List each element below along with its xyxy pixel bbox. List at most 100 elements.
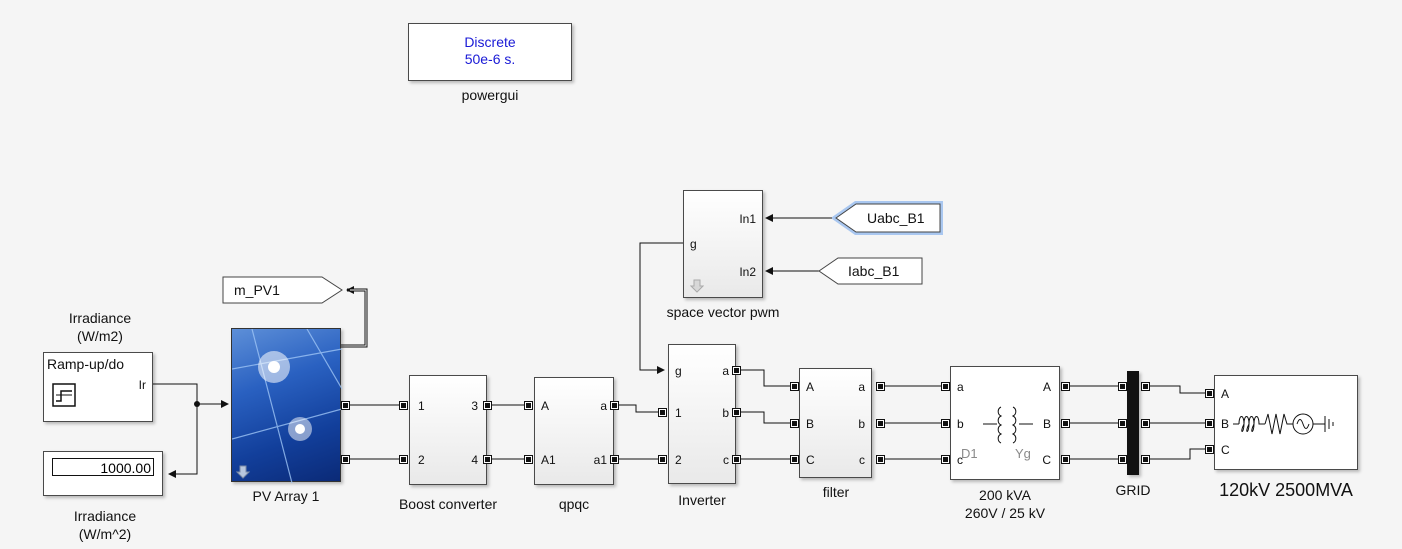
port-marker bbox=[483, 401, 492, 410]
port-marker bbox=[732, 408, 741, 417]
port-marker bbox=[790, 382, 799, 391]
pwm-port-out-g: g bbox=[690, 237, 697, 251]
wire-inv-filter-a[interactable] bbox=[739, 369, 790, 387]
port-marker bbox=[876, 455, 885, 464]
port-marker bbox=[790, 419, 799, 428]
xfmr-port-out-b: B bbox=[1042, 417, 1051, 431]
port-marker bbox=[790, 455, 799, 464]
filter-block[interactable]: A B C a b c bbox=[799, 368, 872, 478]
port-marker bbox=[876, 382, 885, 391]
wire-grid-source-c[interactable] bbox=[1148, 448, 1208, 460]
port-marker bbox=[1061, 382, 1070, 391]
port-marker bbox=[941, 419, 950, 428]
space-vector-pwm-block[interactable]: g In1 In2 bbox=[683, 190, 763, 298]
port-marker bbox=[1205, 389, 1214, 398]
goto-m-pv1-tag[interactable]: m_PV1 bbox=[222, 276, 344, 304]
three-phase-source-block[interactable]: A B C bbox=[1214, 375, 1358, 470]
port-marker bbox=[1141, 419, 1150, 428]
filter-label: filter bbox=[822, 484, 850, 500]
wire-inv-filter-b[interactable] bbox=[739, 411, 790, 424]
irradiance-display-label-line1: Irradiance bbox=[73, 508, 137, 524]
port-marker bbox=[1141, 455, 1150, 464]
down-arrow-icon bbox=[690, 279, 704, 293]
boost-port-out-4: 4 bbox=[471, 453, 478, 467]
inverter-port-out-b: b bbox=[722, 406, 729, 420]
xfmr-winding2: Yg bbox=[1015, 446, 1031, 461]
xfmr-port-out-c: C bbox=[1042, 453, 1051, 467]
source-impedance-icon bbox=[1233, 413, 1334, 435]
port-marker bbox=[399, 401, 408, 410]
signal-builder-icon bbox=[52, 383, 76, 407]
boost-port-out-3: 3 bbox=[471, 399, 478, 413]
port-marker bbox=[1061, 419, 1070, 428]
irradiance-display-label-line2: (W/m^2) bbox=[78, 526, 132, 542]
port-marker bbox=[1118, 455, 1127, 464]
transformer-block[interactable]: a b c A B C D1 Yg bbox=[950, 366, 1060, 480]
pwm-port-in1: In1 bbox=[739, 212, 756, 226]
source-port-in-a: A bbox=[1221, 387, 1230, 401]
from-tag-shape bbox=[832, 201, 943, 235]
qpqc-block[interactable]: A A1 a a1 bbox=[534, 377, 614, 485]
inverter-block[interactable]: g 1 2 a b c bbox=[668, 344, 736, 484]
port-marker bbox=[876, 419, 885, 428]
powergui-sample-time: 50e-6 s. bbox=[464, 51, 516, 67]
port-marker bbox=[341, 401, 350, 410]
port-marker bbox=[341, 455, 350, 464]
wire-pv-to-goto[interactable] bbox=[341, 286, 368, 348]
branch-point bbox=[194, 401, 200, 407]
ramp-block-name: Ramp-up/do bbox=[47, 356, 125, 372]
port-marker bbox=[610, 455, 619, 464]
boost-port-in-1: 1 bbox=[418, 399, 425, 413]
inverter-port-in-1: 1 bbox=[675, 406, 682, 420]
inverter-port-in-g: g bbox=[675, 364, 682, 378]
port-marker bbox=[1118, 419, 1127, 428]
port-marker bbox=[658, 455, 667, 464]
powergui-label: powergui bbox=[461, 87, 519, 103]
goto-tag-shape bbox=[222, 276, 343, 304]
filter-port-out-a: a bbox=[858, 380, 865, 394]
ramp-out-port: Ir bbox=[138, 378, 146, 392]
transformer-label-line2: 260V / 25 kV bbox=[964, 505, 1046, 521]
wire-ir-to-display[interactable] bbox=[168, 404, 198, 478]
port-marker bbox=[610, 401, 619, 410]
filter-port-in-b: B bbox=[806, 417, 815, 431]
pwm-port-in2: In2 bbox=[739, 265, 756, 279]
grid-bus-label: GRID bbox=[1115, 482, 1151, 498]
port-marker bbox=[732, 366, 741, 375]
source-port-in-b: B bbox=[1221, 417, 1230, 431]
wire-pwm-to-inverter[interactable] bbox=[639, 242, 683, 374]
ramp-signal-block[interactable]: Ramp-up/do Ir bbox=[43, 352, 153, 422]
irradiance-title-line2: (W/m2) bbox=[77, 328, 123, 344]
port-marker bbox=[941, 382, 950, 391]
filter-port-in-c: C bbox=[806, 453, 815, 467]
port-marker bbox=[483, 455, 492, 464]
from-uabc-b1-text: Uabc_B1 bbox=[867, 210, 925, 226]
wire-grid-source-a[interactable] bbox=[1148, 385, 1208, 394]
goto-m-pv1-text: m_PV1 bbox=[234, 282, 280, 298]
from-iabc-b1-tag[interactable]: Iabc_B1 bbox=[818, 257, 924, 285]
grid-bus-bar[interactable] bbox=[1127, 371, 1139, 475]
port-marker bbox=[1118, 382, 1127, 391]
from-uabc-b1-tag[interactable]: Uabc_B1 bbox=[832, 200, 944, 236]
pv-array-block[interactable] bbox=[231, 328, 342, 483]
boost-converter-block[interactable]: 1 2 3 4 bbox=[409, 375, 487, 485]
from-iabc-b1-text: Iabc_B1 bbox=[848, 263, 900, 279]
wire-qpqc-inv-1[interactable] bbox=[617, 404, 658, 413]
powergui-mode: Discrete bbox=[464, 34, 516, 50]
inverter-port-in-2: 2 bbox=[675, 453, 682, 467]
irradiance-display-block[interactable]: 1000.00 bbox=[43, 451, 163, 496]
powergui-block[interactable]: Discrete 50e-6 s. bbox=[408, 23, 572, 81]
port-marker bbox=[941, 455, 950, 464]
from-tag-shape bbox=[818, 257, 923, 285]
inverter-port-out-a: a bbox=[722, 364, 729, 378]
transformer-label-line1: 200 kVA bbox=[979, 487, 1031, 503]
filter-port-out-b: b bbox=[858, 417, 865, 431]
irradiance-title-line1: Irradiance bbox=[68, 310, 132, 326]
wire-ir-to-pv[interactable] bbox=[153, 383, 229, 408]
qpqc-label: qpqc bbox=[558, 496, 590, 512]
port-marker bbox=[524, 455, 533, 464]
filter-port-in-a: A bbox=[806, 380, 815, 394]
xfmr-winding1: D1 bbox=[961, 446, 978, 461]
